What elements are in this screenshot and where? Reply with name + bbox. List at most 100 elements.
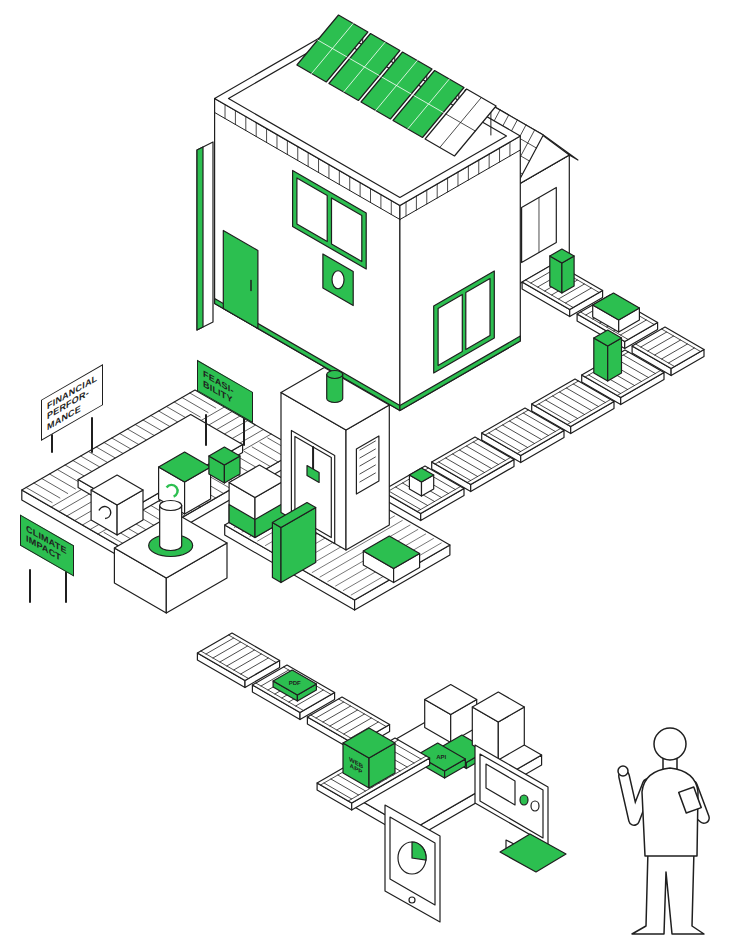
- face: [293, 171, 367, 270]
- face: [594, 330, 622, 346]
- line: [318, 159, 319, 173]
- line: [324, 783, 352, 799]
- line: [331, 779, 359, 795]
- face: [500, 834, 566, 872]
- line: [435, 439, 478, 464]
- line: [655, 340, 681, 355]
- line: [452, 454, 484, 473]
- line: [459, 450, 491, 469]
- line: [250, 281, 252, 291]
- line: [446, 458, 478, 477]
- product-box: [363, 536, 419, 583]
- line: [339, 699, 387, 727]
- line: [201, 651, 249, 679]
- person-tablet: [679, 787, 702, 813]
- line: [34, 483, 60, 498]
- ellipse: [160, 501, 182, 511]
- line: [360, 473, 376, 482]
- solar-panels: [297, 15, 496, 156]
- person-hand: [618, 766, 628, 776]
- face: [425, 685, 477, 715]
- product-cube: [425, 685, 477, 743]
- face: [332, 198, 362, 262]
- line: [535, 381, 578, 406]
- product-slab: [272, 503, 315, 583]
- face: [390, 817, 435, 905]
- line: [668, 348, 694, 363]
- box-tag: PDF: [288, 679, 302, 685]
- line: [287, 141, 288, 155]
- line: [349, 177, 350, 191]
- line: [42, 479, 68, 494]
- line: [360, 465, 376, 474]
- line: [467, 458, 510, 483]
- face: [197, 633, 279, 681]
- face: [363, 536, 419, 569]
- monitor: [475, 745, 566, 872]
- face: [382, 466, 464, 514]
- line: [447, 178, 448, 192]
- face: [297, 178, 327, 242]
- line: [244, 452, 270, 467]
- icon-box: [91, 475, 143, 535]
- face: [229, 465, 285, 498]
- line: [499, 148, 500, 162]
- line: [50, 474, 76, 489]
- line: [206, 638, 234, 654]
- line: [229, 635, 277, 663]
- ellipse: [398, 842, 426, 874]
- line: [360, 183, 361, 197]
- line: [468, 166, 469, 180]
- face: [209, 447, 240, 465]
- line: [662, 329, 701, 352]
- tablet: [385, 805, 440, 922]
- line: [323, 706, 351, 722]
- line: [360, 457, 376, 466]
- line: [370, 189, 371, 203]
- line: [225, 105, 226, 119]
- face: [273, 670, 316, 695]
- line: [312, 447, 314, 469]
- line: [566, 388, 598, 407]
- line: [546, 400, 578, 419]
- face: [272, 523, 281, 583]
- line: [337, 714, 365, 730]
- face: [593, 293, 640, 320]
- cycle-icon: [99, 507, 111, 519]
- face: [223, 231, 258, 329]
- line: [308, 153, 309, 167]
- line: [517, 429, 560, 454]
- line: [252, 447, 278, 462]
- line: [330, 710, 358, 726]
- face: [252, 665, 334, 713]
- line: [243, 415, 245, 445]
- document-box: [273, 670, 316, 701]
- line: [509, 142, 510, 156]
- line: [235, 111, 236, 125]
- line: [485, 410, 528, 435]
- cylinder: [160, 506, 182, 551]
- face: [475, 745, 548, 845]
- line: [241, 434, 271, 452]
- face: [229, 505, 255, 538]
- face: [466, 279, 490, 350]
- face: [343, 728, 395, 758]
- line: [266, 129, 267, 143]
- person-head: [654, 728, 686, 760]
- line: [182, 398, 208, 413]
- pie-slice: [412, 842, 426, 860]
- product-cube: [209, 447, 240, 483]
- line: [516, 417, 548, 436]
- line: [489, 154, 490, 168]
- line: [174, 402, 200, 417]
- table: [114, 501, 227, 614]
- web-app-cube: [343, 728, 395, 788]
- line: [473, 442, 505, 461]
- product-box: [593, 293, 640, 332]
- face: [356, 436, 379, 494]
- annex-window: [522, 188, 557, 263]
- product-box: [594, 330, 622, 381]
- line: [328, 165, 329, 179]
- face: [281, 368, 389, 431]
